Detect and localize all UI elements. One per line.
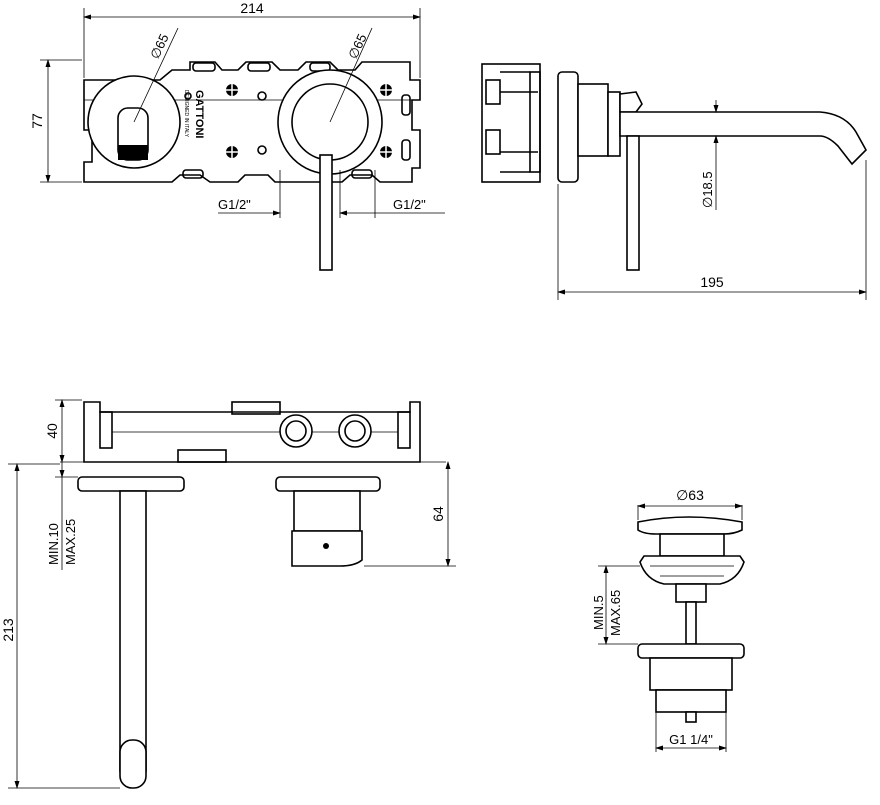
brand-subtitle: DESIGNED IN ITALY [183, 90, 189, 138]
dim-diameter-right: ∅65 [345, 32, 369, 62]
dim-length-195: 195 [700, 274, 724, 290]
dim-depth-40: 40 [44, 423, 60, 439]
dim-spout-213: 213 [0, 618, 16, 642]
drain-view: ∅63 MIN.5 MAX.65 G1 1/4" [591, 487, 745, 752]
dim-diameter-18-5: ∅18.5 [700, 171, 715, 208]
thread-label-right: G1/2" [393, 197, 426, 212]
dim-drain-max: MAX.65 [608, 590, 623, 636]
thread-label-left: G1/2" [218, 197, 251, 212]
dim-adjust-max: MAX.25 [63, 519, 78, 565]
side-view: ∅18.5 195 [481, 63, 867, 300]
brand-logo: GATTONI [193, 90, 205, 138]
dim-drain-min: MIN.5 [591, 595, 606, 630]
front-view: 40 MIN.10 MAX.25 213 64 [0, 399, 456, 789]
dim-width-214: 214 [240, 0, 264, 16]
dim-diameter-left: ∅65 [147, 32, 171, 62]
mounting-holes [184, 84, 392, 158]
dim-drain-diameter: ∅63 [676, 487, 704, 503]
dim-height-64: 64 [430, 506, 446, 522]
dim-adjust-min: MIN.10 [46, 523, 61, 565]
thread-drain: G1 1/4" [669, 732, 713, 747]
dim-height-77: 77 [29, 113, 45, 129]
top-view: GATTONI DESIGNED IN ITALY 214 77 ∅65 ∅65… [29, 0, 445, 271]
